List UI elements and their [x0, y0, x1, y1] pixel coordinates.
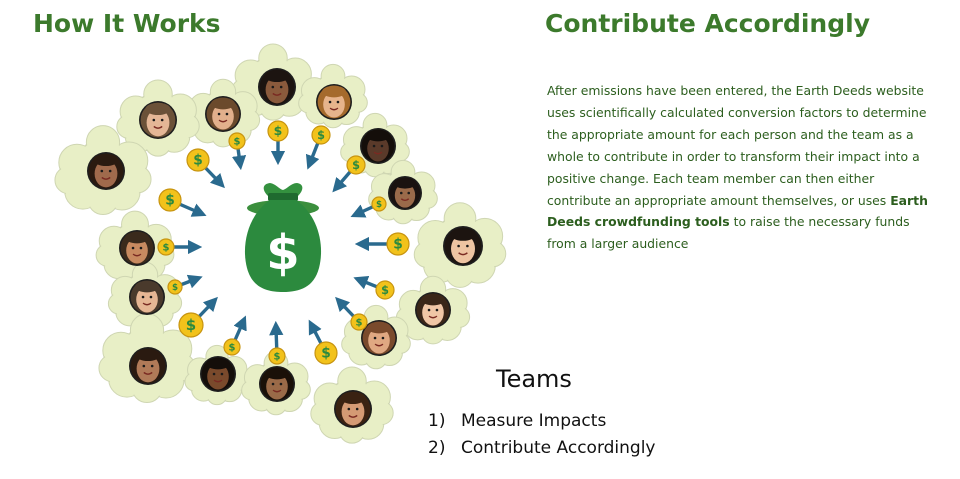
description-text: After emissions have been entered, the E…	[547, 83, 927, 208]
coin-dollar-sign: $	[193, 153, 203, 169]
contribution-coins: $ $ $ $ $ $ $ $ $ $ $ $ $ $ $ $	[157, 120, 410, 365]
coin-dollar-sign: $	[165, 193, 175, 209]
coin-dollar-sign: $	[186, 316, 196, 334]
coin-icon: $	[178, 312, 204, 338]
member-cloud	[413, 202, 507, 288]
coin-dollar-sign: $	[352, 159, 360, 172]
coin-dollar-sign: $	[376, 200, 382, 210]
step-item: 2) Contribute Accordingly	[428, 435, 656, 462]
description-paragraph: After emissions have been entered, the E…	[547, 80, 937, 255]
person-avatar-icon	[258, 68, 296, 106]
team-members	[87, 68, 483, 428]
person-avatar-icon	[443, 226, 483, 266]
coin-icon: $	[267, 120, 289, 142]
coin-icon: $	[228, 132, 246, 150]
person-avatar-icon	[87, 152, 125, 190]
person-avatar-icon	[259, 366, 295, 402]
coin-dollar-sign: $	[163, 242, 170, 253]
coin-dollar-sign: $	[274, 351, 281, 362]
coin-icon: $	[375, 280, 395, 300]
coin-icon: $	[157, 238, 175, 256]
person-avatar-icon	[129, 279, 165, 315]
teams-heading: Teams	[496, 365, 572, 393]
coin-icon: $	[186, 148, 210, 172]
step-item: 1) Measure Impacts	[428, 408, 656, 435]
coin-dollar-sign: $	[321, 346, 331, 362]
crowdfunding-tools-highlight: Earth Deeds crowdfunding tools	[547, 192, 928, 230]
coin-dollar-sign: $	[229, 342, 236, 353]
person-avatar-icon	[119, 230, 155, 266]
coin-dollar-sign: $	[393, 237, 403, 253]
person-avatar-icon	[334, 390, 372, 428]
coin-icon: $	[386, 232, 410, 256]
coin-icon: $	[371, 196, 387, 212]
coin-dollar-sign: $	[274, 123, 283, 138]
person-avatar-icon	[139, 101, 177, 139]
money-bag-icon: $	[244, 183, 322, 292]
bag-dollar-sign: $	[266, 225, 299, 281]
coin-icon: $	[158, 188, 182, 212]
person-avatar-icon	[360, 128, 396, 164]
person-avatar-icon	[205, 96, 241, 132]
coin-icon: $	[346, 155, 366, 175]
coin-dollar-sign: $	[381, 284, 389, 297]
coin-dollar-sign: $	[234, 136, 241, 147]
contribute-accordingly-title: Contribute Accordingly	[545, 9, 870, 38]
teams-steps-list: 1) Measure Impacts 2) Contribute According…	[428, 408, 656, 462]
coin-icon: $	[167, 279, 183, 295]
coin-icon: $	[223, 338, 241, 356]
step-number: 1)	[428, 411, 446, 431]
coin-dollar-sign: $	[317, 129, 325, 142]
person-avatar-icon	[415, 292, 451, 328]
coin-icon: $	[268, 347, 286, 365]
step-label: Contribute Accordingly	[461, 438, 656, 458]
person-avatar-icon	[129, 347, 167, 385]
person-avatar-icon	[316, 84, 352, 120]
person-avatar-icon	[361, 320, 397, 356]
coin-icon: $	[311, 125, 331, 145]
how-it-works-title: How It Works	[33, 9, 221, 38]
person-avatar-icon	[200, 356, 236, 392]
coin-dollar-sign: $	[172, 283, 178, 293]
coin-icon: $	[314, 341, 338, 365]
coin-dollar-sign: $	[356, 317, 363, 328]
step-label: Measure Impacts	[461, 411, 607, 431]
description-text-end: to raise the necessary funds from a larg…	[547, 214, 910, 252]
step-number: 2)	[428, 438, 446, 458]
person-avatar-icon	[388, 176, 422, 210]
coin-icon: $	[350, 313, 368, 331]
